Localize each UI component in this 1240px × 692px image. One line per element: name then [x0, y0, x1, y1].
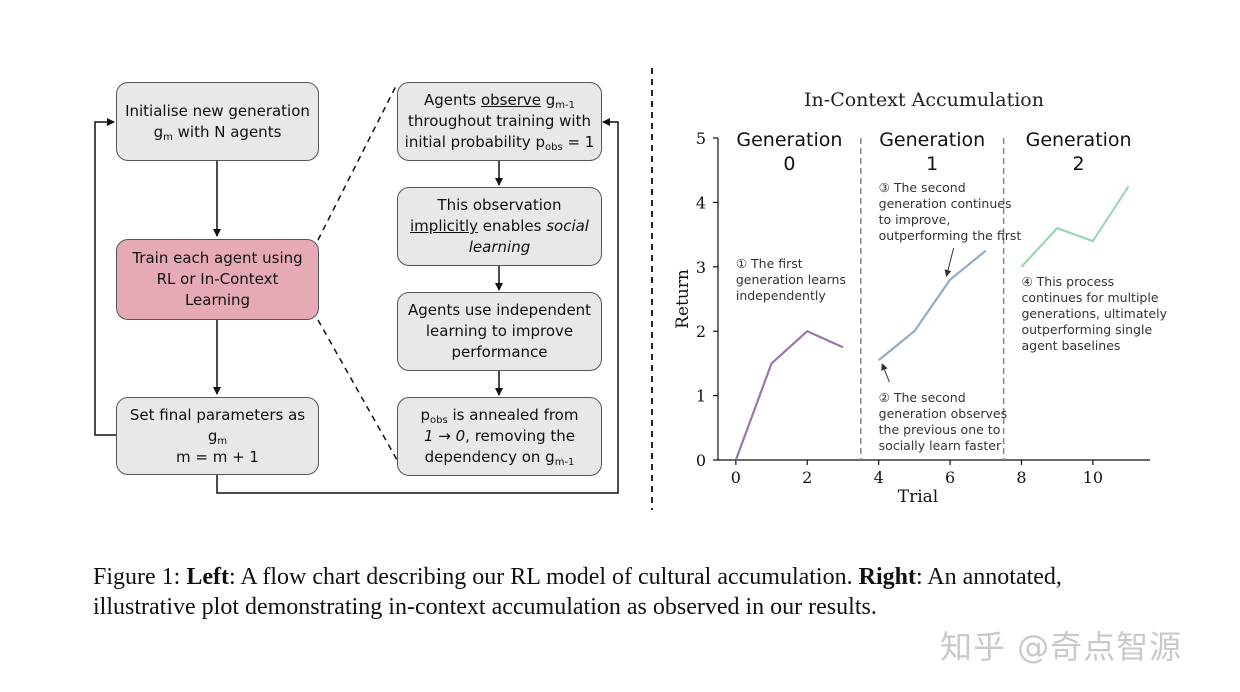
box6-line1: Agents use independent [407, 301, 592, 319]
arrow-loop-right [216, 118, 619, 494]
box6-line2: learning to improve [425, 322, 574, 340]
flow-box-anneal: pobs is annealed from 1 → 0, removing th… [397, 397, 602, 476]
box3-line2-pre: g [207, 426, 218, 445]
annotation-3-line: generation continues [879, 196, 1012, 211]
x-tick-label: 4 [874, 468, 884, 487]
box6-line3: performance [451, 343, 548, 361]
flow-box-independent: Agents use independent learning to impro… [397, 292, 602, 371]
series-line-1 [877, 249, 987, 362]
figure-caption: Figure 1: Left: A flow chart describing … [93, 562, 1193, 622]
chart-title: In-Context Accumulation [804, 89, 1044, 111]
y-tick-label: 3 [696, 258, 706, 277]
box7-l3-pre: dependency on g [424, 448, 555, 466]
box3-line2-sub: m [217, 435, 228, 447]
y-tick-label: 5 [696, 129, 706, 148]
generation-label-1: Generation [879, 129, 985, 151]
watermark: 知乎 @奇点智源 [940, 628, 1183, 666]
annotation-3-arrow [944, 247, 955, 277]
box4-l1-sub: m-1 [555, 100, 575, 111]
generation-number-2: 2 [1073, 153, 1085, 175]
box4-l1-underline: observe [480, 91, 541, 109]
box5-line3: learning [468, 238, 531, 256]
x-tick-label: 8 [1016, 468, 1026, 487]
annotation-1-line: ① The first [736, 256, 803, 271]
annotation-4-line: generations, ultimately [1021, 306, 1167, 321]
y-tick-label: 0 [696, 451, 706, 470]
box1-line2-post: with N agents [172, 122, 282, 141]
box5-l2-post: enables [478, 217, 547, 235]
x-tick-label: 0 [731, 468, 741, 487]
annotation-4-line: ④ This process [1021, 274, 1114, 289]
box3-line1: Set final parameters as [129, 405, 306, 424]
x-tick-label: 6 [945, 468, 955, 487]
box7-l1-post: is annealed from [447, 406, 579, 424]
x-tick-label: 10 [1083, 468, 1103, 487]
flow-box-initialise: Initialise new generation gm with N agen… [116, 82, 319, 161]
y-tick-label: 2 [696, 322, 706, 341]
x-axis-label: Trial [898, 487, 938, 507]
caption-right-text: : An annotated, [915, 564, 1062, 590]
box3-line3: m = m + 1 [176, 447, 259, 466]
flow-box-set-params: Set final parameters as gm m = m + 1 [116, 397, 319, 475]
box7-l1-pre: p [420, 406, 431, 424]
generation-label-2: Generation [1026, 129, 1132, 151]
annotation-2-arrow [881, 363, 890, 383]
caption-right-label: Right [858, 564, 916, 590]
box4-l3-sub: obs [545, 142, 563, 153]
caption-left-text: : A flow chart describing our RL model o… [228, 564, 859, 590]
annotation-2-line: the previous one to [879, 422, 1001, 437]
box1-line2-pre: g [153, 122, 164, 141]
annotation-3-line: outperforming the first [879, 228, 1022, 243]
generation-label-0: Generation [736, 129, 842, 151]
y-axis-label: Return [673, 269, 693, 329]
annotation-2-line: socially learn faster [879, 438, 1002, 453]
annotation-4-line: agent baselines [1021, 338, 1120, 353]
arrow-loop-left [94, 118, 116, 436]
box2-line3: Learning [184, 291, 251, 309]
annotation-2-line: generation observes [879, 406, 1007, 421]
box4-l3-post: = 1 [562, 133, 595, 151]
flow-box-implicit: This observation implicitly enables soci… [397, 187, 602, 266]
box7-l3-sub: m-1 [554, 457, 575, 468]
box1-line1: Initialise new generation [125, 101, 310, 120]
box4-l3-pre: initial probability p [404, 133, 545, 151]
box5-l2-italic: social [546, 217, 589, 235]
zoom-line-top [317, 83, 398, 241]
annotation-2-line: ② The second [879, 390, 966, 405]
flow-box-observe: Agents observe gm-1 throughout training … [397, 82, 602, 161]
annotation-4-line: continues for multiple [1021, 290, 1158, 305]
caption-line2: illustrative plot demonstrating in-conte… [93, 594, 877, 620]
box1-line2-sub: m [163, 131, 173, 143]
caption-prefix: Figure 1: [93, 564, 187, 590]
y-tick-label: 4 [696, 193, 706, 212]
annotation-3-line: ③ The second [879, 180, 966, 195]
series-line-0 [734, 330, 844, 461]
x-tick-label: 2 [802, 468, 812, 487]
box7-l2-pre: 1 → 0 [423, 427, 466, 445]
box4-l1-mid: g [540, 91, 556, 109]
series-line-2 [1020, 185, 1130, 268]
flow-connectors [94, 68, 653, 510]
box2-line2: RL or In-Context [156, 270, 279, 288]
zoom-line-bottom [317, 319, 406, 475]
flow-box-train: Train each agent using RL or In-Context … [116, 239, 319, 320]
box7-l2-post: , removing the [465, 427, 576, 445]
box4-l1-pre: Agents [423, 91, 481, 109]
box4-line2: throughout training with [408, 112, 591, 130]
generation-number-0: 0 [783, 153, 795, 175]
box7-l1-sub: obs [430, 415, 448, 426]
annotation-3-line: to improve, [879, 212, 951, 227]
annotation-4-line: outperforming single [1021, 322, 1152, 337]
box2-line1: Train each agent using [132, 249, 303, 267]
generation-number-1: 1 [926, 153, 938, 175]
caption-left-label: Left [186, 564, 229, 590]
annotation-1-line: generation learns [736, 272, 846, 287]
y-tick-label: 1 [696, 387, 706, 406]
box5-line1: This observation [437, 196, 562, 214]
box5-l2-underline: implicitly [410, 217, 478, 235]
annotation-1-line: independently [736, 288, 826, 303]
